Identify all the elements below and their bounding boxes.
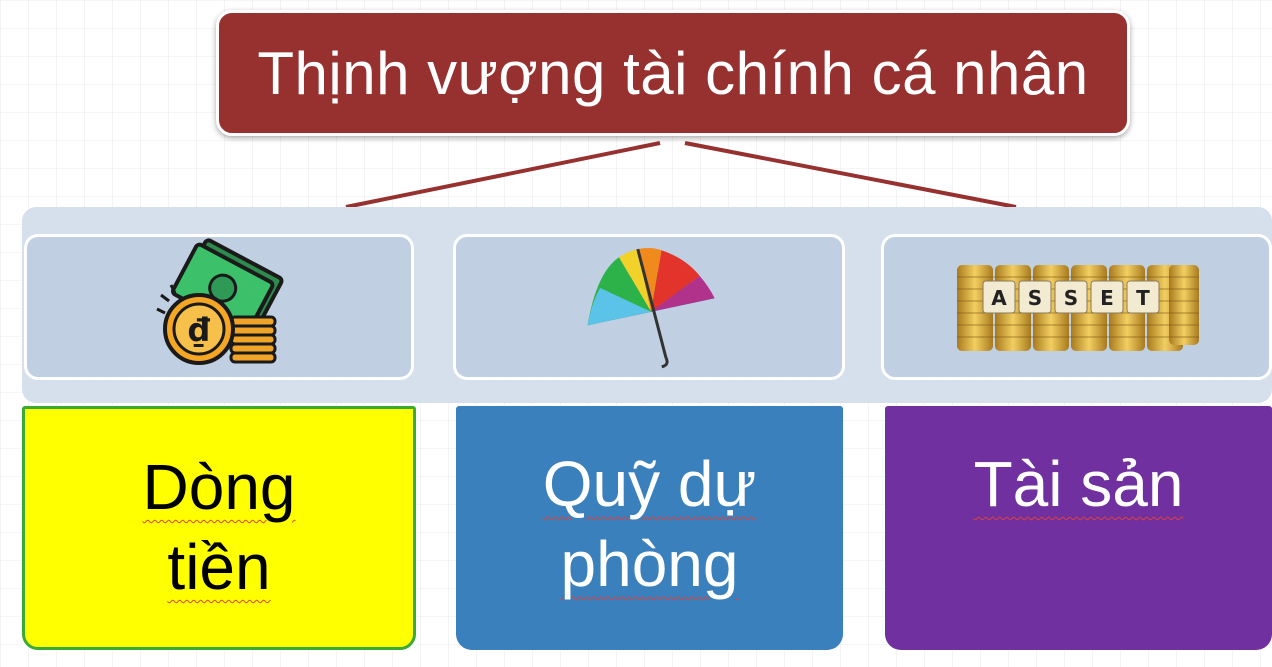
- money-coins-icon: ₫: [156, 238, 284, 365]
- branch-card-cash-flow: Dòng tiền: [22, 406, 416, 650]
- asset-letter: S: [1063, 286, 1077, 310]
- asset-coins-icon: A S S E T: [956, 265, 1199, 351]
- svg-text:₫: ₫: [188, 311, 211, 349]
- icon-box-emergency-fund: [453, 234, 845, 380]
- branch-label-line: Tài sản: [973, 448, 1184, 520]
- asset-letter: A: [991, 286, 1007, 310]
- asset-letter: S: [1027, 286, 1041, 310]
- icon-box-cash-flow: ₫: [24, 234, 414, 380]
- branch-card-emergency-fund: Quỹ dự phòng: [456, 406, 843, 650]
- asset-letter: T: [1136, 286, 1150, 310]
- branch-card-assets: Tài sản: [885, 406, 1272, 650]
- branch-label-line: Dòng: [142, 451, 296, 523]
- connector-lines: [345, 141, 1017, 209]
- umbrella-icon: [587, 248, 715, 369]
- branch-label-line: phòng: [560, 528, 739, 600]
- icon-box-assets: A S S E T: [881, 234, 1272, 380]
- asset-letter: E: [1100, 286, 1114, 310]
- branch-label-line: tiền: [167, 531, 271, 603]
- branch-label-line: Quỹ dự: [542, 448, 757, 520]
- diagram-title: Thịnh vượng tài chính cá nhân: [216, 10, 1130, 136]
